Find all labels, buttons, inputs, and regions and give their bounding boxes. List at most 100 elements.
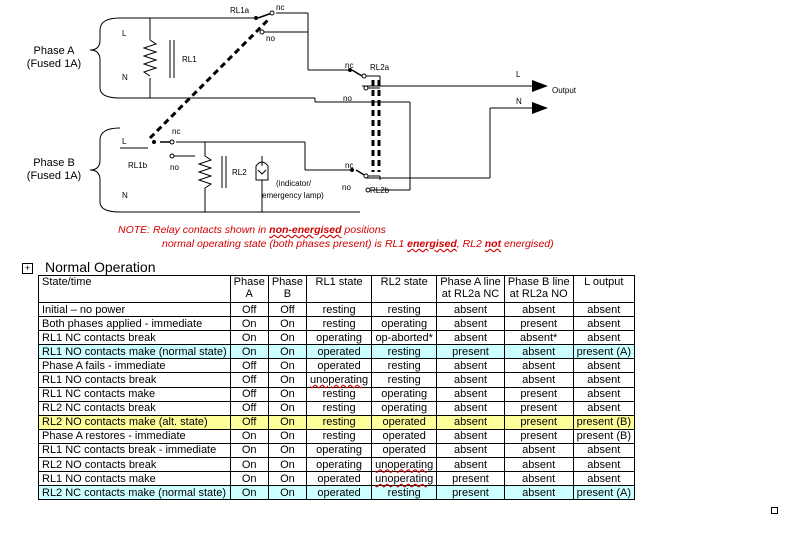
rl1a-no-label: no	[266, 34, 275, 43]
phase-a-cell: Off	[229, 301, 269, 318]
cell-text: Both phases applied - immediate	[42, 317, 203, 330]
header-line: RL2 state	[380, 276, 428, 288]
phase-b-cell: On	[267, 344, 308, 360]
l-output-cell: present (A)	[572, 485, 636, 501]
state-cell: RL1 NO contacts make (normal state)	[38, 344, 231, 360]
rl2-cell: operating	[371, 386, 438, 402]
expand-plus-icon[interactable]: +	[22, 263, 33, 274]
l-output-cell: present (B)	[572, 428, 636, 444]
cell-text: present (A)	[576, 345, 631, 358]
phase-a-line-cell: absent	[436, 316, 505, 332]
phase-b-cell: On	[267, 386, 308, 402]
cell-text: operated	[382, 444, 426, 457]
phase-b-cell: On	[267, 372, 308, 388]
note-line2-d: not	[484, 238, 502, 250]
phase-b-cell: Off	[267, 301, 308, 318]
phase-a-cell: Off	[229, 400, 269, 416]
cell-text: absent	[522, 374, 556, 387]
cell-text: absent	[587, 402, 621, 415]
cell-text: On	[280, 402, 295, 415]
rl2-cell: operated	[371, 414, 438, 430]
phase-b-line-cell: absent	[503, 457, 574, 473]
cell-text: RL2 NC contacts make (normal state)	[42, 486, 227, 499]
rl1-cell: operating	[306, 457, 373, 473]
cell-text: absent	[587, 303, 621, 316]
phase-b-cell: On	[267, 414, 308, 430]
phase-b-cell: On	[267, 358, 308, 374]
cell-text: present	[452, 486, 489, 499]
phase-a-cell: On	[229, 330, 269, 346]
l-output-cell: absent	[572, 457, 636, 473]
note-line2-f: )	[550, 238, 554, 250]
state-cell: Phase A fails - immediate	[38, 358, 231, 374]
note-line-2: normal operating state (both phases pres…	[162, 238, 554, 250]
phase-b-cell: On	[267, 428, 308, 444]
header-line: Phase B line	[507, 276, 570, 288]
cell-text: absent	[454, 317, 488, 330]
phase-a-cell: On	[229, 485, 269, 501]
cell-text: present	[520, 416, 558, 429]
cell-text: absent	[454, 402, 488, 415]
rl1-cell: operated	[306, 485, 373, 501]
header-state-time: State/time	[38, 275, 231, 303]
cell-text: On	[280, 430, 295, 443]
l-output-cell: present (B)	[572, 414, 636, 430]
rl1a-label: RL1a	[230, 6, 250, 15]
rl2-cell: op-aborted*	[371, 330, 438, 346]
cell-text: resting	[322, 430, 356, 443]
cell-text: absent	[587, 458, 621, 471]
rl1-cell: resting	[306, 428, 373, 444]
cell-text: present	[520, 388, 558, 401]
cell-text: absent	[522, 345, 556, 358]
cell-text: RL1 NO contacts make	[42, 472, 156, 485]
cell-text: present (B)	[576, 416, 631, 429]
rl1-cell: resting	[306, 386, 373, 402]
cell-text: absent	[522, 472, 556, 485]
cell-text: resting	[387, 486, 421, 499]
cell-text: resting	[387, 374, 421, 387]
header-line: Phase A line	[440, 276, 501, 288]
phase-b-line-cell: present	[503, 316, 574, 332]
phase-b-line-cell: present	[503, 400, 574, 416]
cell-text: operating	[381, 402, 428, 415]
phase-a-cell: On	[229, 442, 269, 459]
note-line2-b: energised	[407, 238, 457, 250]
state-cell: RL1 NO contacts make	[38, 471, 231, 487]
cell-text: absent	[587, 472, 621, 485]
cell-text: absent	[454, 303, 488, 316]
cell-text: present (A)	[576, 486, 631, 499]
l-output-cell: absent	[572, 330, 636, 346]
rl2-cell: resting	[371, 372, 438, 388]
phase-a-fuse: (Fused 1A)	[27, 58, 81, 70]
cell-text: operated	[382, 416, 426, 429]
header-line: at RL2a NO	[509, 288, 568, 300]
cell-text: Off	[241, 416, 257, 429]
cell-text: resting	[322, 416, 356, 429]
cell-text: operated	[382, 430, 426, 443]
cell-text: operating	[381, 317, 428, 330]
cell-text: resting	[322, 303, 356, 316]
rl2-cell: operating	[371, 316, 438, 332]
phase-b-l-label: L	[122, 137, 127, 146]
cell-text: On	[241, 472, 257, 485]
phase-a-cell: On	[229, 316, 269, 332]
output-arrow-n	[532, 102, 548, 114]
note-bold: non-energised	[269, 224, 342, 236]
cell-text: unoperating	[375, 472, 434, 485]
l-output-cell: absent	[572, 400, 636, 416]
rl1-cell: resting	[306, 301, 373, 318]
resize-handle-icon[interactable]	[771, 507, 778, 514]
phase-a-line-cell: absent	[436, 414, 505, 430]
phase-b-line-cell: present	[503, 428, 574, 444]
output-l-label: L	[516, 70, 521, 79]
rl2-label: RL2	[232, 168, 247, 177]
rl2b-nc-label: nc	[345, 161, 353, 170]
rl2a-no-label: no	[343, 94, 352, 103]
cell-text: present	[452, 472, 489, 485]
phase-a-line-cell: absent	[436, 301, 505, 318]
